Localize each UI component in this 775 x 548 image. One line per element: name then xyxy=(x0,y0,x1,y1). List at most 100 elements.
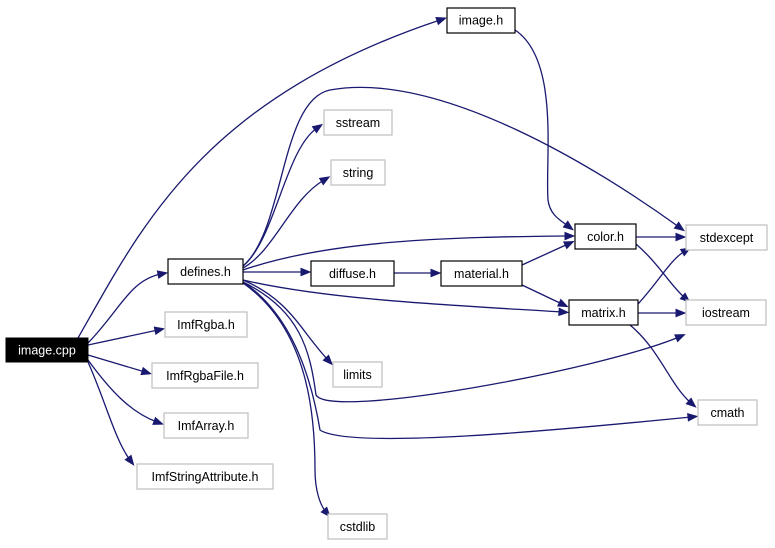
edge-arrowhead xyxy=(558,307,570,317)
node-iostream[interactable]: iostream xyxy=(685,299,767,326)
edge-line xyxy=(242,282,327,513)
node-label-imfrgba-h: ImfRgba.h xyxy=(177,318,235,332)
node-defines-h[interactable]: defines.h xyxy=(167,258,244,285)
edge-image-cpp-to-image-h xyxy=(77,16,447,339)
node-label-image-h: image.h xyxy=(459,14,504,28)
node-limits[interactable]: limits xyxy=(332,361,383,388)
edge-color-h-to-stdexcept xyxy=(636,232,687,242)
node-label-stdexcept: stdexcept xyxy=(700,231,754,245)
node-label-imfrgbafile-h: ImfRgbaFile.h xyxy=(166,369,244,383)
edge-defines-h-to-sstream xyxy=(242,123,324,267)
node-imfrgbafile-h[interactable]: ImfRgbaFile.h xyxy=(151,362,259,389)
edges-layer xyxy=(77,16,699,518)
node-cstdlib[interactable]: cstdlib xyxy=(327,513,388,540)
node-string[interactable]: string xyxy=(330,159,386,186)
edge-line xyxy=(242,179,325,269)
node-label-iostream: iostream xyxy=(702,306,750,320)
node-label-material-h: material.h xyxy=(454,267,509,281)
edge-defines-h-to-stdexcept xyxy=(242,86,685,267)
node-label-limits: limits xyxy=(343,368,371,382)
edge-arrowhead xyxy=(562,220,574,231)
edge-defines-h-to-iostream xyxy=(242,281,686,403)
node-color-h[interactable]: color.h xyxy=(574,223,637,250)
edge-image-h-to-color-h xyxy=(514,29,574,231)
edge-line xyxy=(242,279,563,313)
edge-material-h-to-matrix-h xyxy=(521,284,569,308)
node-diffuse-h[interactable]: diffuse.h xyxy=(310,260,395,287)
node-label-string: string xyxy=(343,166,374,180)
edge-arrowhead xyxy=(156,270,169,279)
node-label-matrix-h: matrix.h xyxy=(581,306,626,320)
edge-arrowhead xyxy=(322,354,334,366)
edge-arrowhead xyxy=(430,268,442,278)
edge-defines-h-to-cmath xyxy=(242,281,699,440)
node-imfstringattribute-h[interactable]: ImfStringAttribute.h xyxy=(136,463,274,490)
edge-arrowhead xyxy=(556,298,569,308)
edge-arrowhead xyxy=(124,454,135,466)
edge-arrowhead xyxy=(300,267,312,277)
edge-line xyxy=(242,281,680,403)
node-label-cstdlib: cstdlib xyxy=(340,520,375,534)
edge-image-cpp-to-defines-h xyxy=(87,270,169,344)
node-matrix-h[interactable]: matrix.h xyxy=(568,299,639,326)
edge-defines-h-to-color-h xyxy=(242,231,576,271)
node-sstream[interactable]: sstream xyxy=(323,109,393,136)
edge-arrowhead xyxy=(152,416,164,425)
edge-line xyxy=(635,243,686,299)
edge-arrowhead xyxy=(687,413,699,422)
edge-line xyxy=(87,354,146,373)
edge-arrowhead xyxy=(685,397,697,408)
edge-arrowhead xyxy=(140,366,153,376)
edge-arrowhead xyxy=(674,334,686,343)
node-imfrgba-h[interactable]: ImfRgba.h xyxy=(164,311,248,338)
edge-defines-h-to-diffuse-h xyxy=(243,267,312,277)
edge-arrowhead xyxy=(435,16,447,26)
edge-line xyxy=(521,243,569,266)
node-label-sstream: sstream xyxy=(336,116,380,130)
edge-arrowhead xyxy=(318,176,331,186)
edge-line xyxy=(242,127,318,267)
edge-line xyxy=(77,19,441,339)
edge-line xyxy=(87,361,131,461)
edge-arrowhead xyxy=(675,232,687,242)
edge-line xyxy=(629,324,692,404)
node-label-imfarray-h: ImfArray.h xyxy=(178,419,235,433)
edge-arrowhead xyxy=(311,123,324,134)
edge-defines-h-to-limits xyxy=(242,279,334,366)
node-stdexcept[interactable]: stdexcept xyxy=(685,224,768,251)
edge-line xyxy=(242,86,680,267)
edge-arrowhead xyxy=(564,231,576,241)
edge-line xyxy=(637,250,686,305)
edge-matrix-h-to-iostream xyxy=(638,308,687,318)
edge-diffuse-h-to-material-h xyxy=(394,268,442,278)
edge-image-cpp-to-imfrgba-h xyxy=(87,326,166,346)
edge-line xyxy=(87,329,159,346)
edge-arrowhead xyxy=(153,326,166,335)
edge-line xyxy=(87,273,162,344)
edge-line xyxy=(242,281,692,440)
node-imfarray-h[interactable]: ImfArray.h xyxy=(163,412,249,439)
node-label-image-cpp: image.cpp xyxy=(18,344,76,358)
edge-line xyxy=(521,284,563,305)
node-label-diffuse-h: diffuse.h xyxy=(329,267,376,281)
edge-arrowhead xyxy=(673,221,685,232)
edge-line xyxy=(242,235,569,271)
node-image-h[interactable]: image.h xyxy=(446,7,516,34)
edge-defines-h-to-string xyxy=(242,176,331,269)
edge-image-cpp-to-imfstringattribute-h xyxy=(87,361,135,466)
node-image-cpp[interactable]: image.cpp xyxy=(5,337,89,363)
edge-arrowhead xyxy=(563,240,575,250)
edge-image-cpp-to-imfrgbafile-h xyxy=(87,354,153,376)
edge-line xyxy=(242,279,329,361)
edge-image-cpp-to-imfarray-h xyxy=(87,359,164,425)
edge-line xyxy=(87,359,158,423)
edge-matrix-h-to-cmath xyxy=(629,324,697,408)
node-cmath[interactable]: cmath xyxy=(697,399,758,426)
edge-material-h-to-color-h xyxy=(521,240,575,266)
node-material-h[interactable]: material.h xyxy=(440,260,523,287)
node-label-defines-h: defines.h xyxy=(180,265,231,279)
node-label-color-h: color.h xyxy=(587,230,624,244)
node-label-imfstringattribute-h: ImfStringAttribute.h xyxy=(152,470,259,484)
edge-defines-h-to-matrix-h xyxy=(242,279,570,317)
